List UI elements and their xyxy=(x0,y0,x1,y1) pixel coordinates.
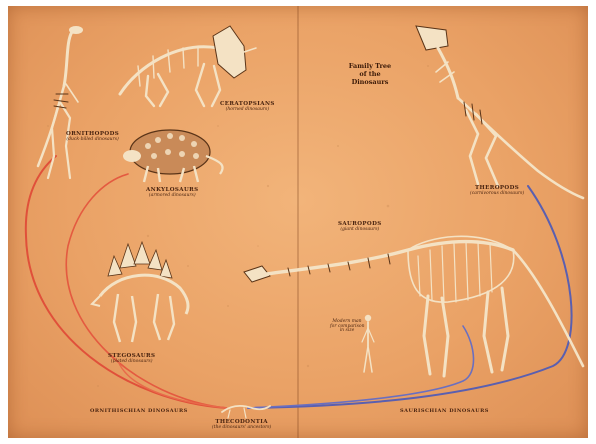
saurischian-line-outer xyxy=(248,186,572,408)
ceratopsian-skeleton xyxy=(120,26,256,106)
thecodontia-sub: (the dinosaurs' ancestors) xyxy=(212,426,271,431)
saurischian-branch-lines xyxy=(248,186,572,408)
label-stegosaurs: STEGOSAURS (plated dinosaurs) xyxy=(108,354,155,364)
label-ceratopsians: CERATOPSIANS (horned dinosaurs) xyxy=(220,102,275,112)
ceratopsians-sub: (horned dinosaurs) xyxy=(220,108,275,113)
book-spread-plate: Family Tree of the Dinosaurs ORNITHOPODS… xyxy=(8,6,588,438)
ornithopod-skeleton xyxy=(38,26,83,178)
label-thecodontia: THECODONTIA (the dinosaurs' ancestors) xyxy=(212,420,271,430)
label-ankylosaurs: ANKYLOSAURS (armored dinosaurs) xyxy=(146,188,199,198)
stegosaur-skeleton xyxy=(92,242,188,342)
ornithopods-sub: (duck-billed dinosaurs) xyxy=(66,138,119,143)
ankylosaurs-sub: (armored dinosaurs) xyxy=(146,194,199,199)
stegosaurs-sub: (plated dinosaurs) xyxy=(108,360,155,365)
saurischian-branch-label: SAURISCHIAN DINOSAURS xyxy=(400,408,489,414)
sauropods-sub: (giant dinosaurs) xyxy=(338,228,382,233)
human-comparison-note: Modern man for comparison in size xyxy=(330,320,364,334)
title-line-3: Dinosaurs xyxy=(330,78,410,86)
ornithischian-branch-label: ORNITHISCHIAN DINOSAURS xyxy=(90,408,188,414)
ankylosaur-skeleton xyxy=(123,130,223,182)
saurischian-line-inner xyxy=(248,326,474,408)
ornithischian-line-mid xyxy=(66,174,226,408)
human-note-line-3: in size xyxy=(330,329,364,334)
diagram-title: Family Tree of the Dinosaurs xyxy=(330,62,410,86)
label-sauropods: SAUROPODS (giant dinosaurs) xyxy=(338,222,382,232)
illustration xyxy=(8,6,588,438)
label-ornithopods: ORNITHOPODS (duck-billed dinosaurs) xyxy=(66,132,119,142)
title-line-1: Family Tree xyxy=(330,62,410,70)
theropod-skeleton xyxy=(416,26,583,198)
title-line-2: of the xyxy=(330,70,410,78)
label-theropods: THEROPODS (carnivorous dinosaurs) xyxy=(470,186,524,196)
sauropod-skeleton xyxy=(244,236,583,376)
theropods-sub: (carnivorous dinosaurs) xyxy=(470,192,524,197)
